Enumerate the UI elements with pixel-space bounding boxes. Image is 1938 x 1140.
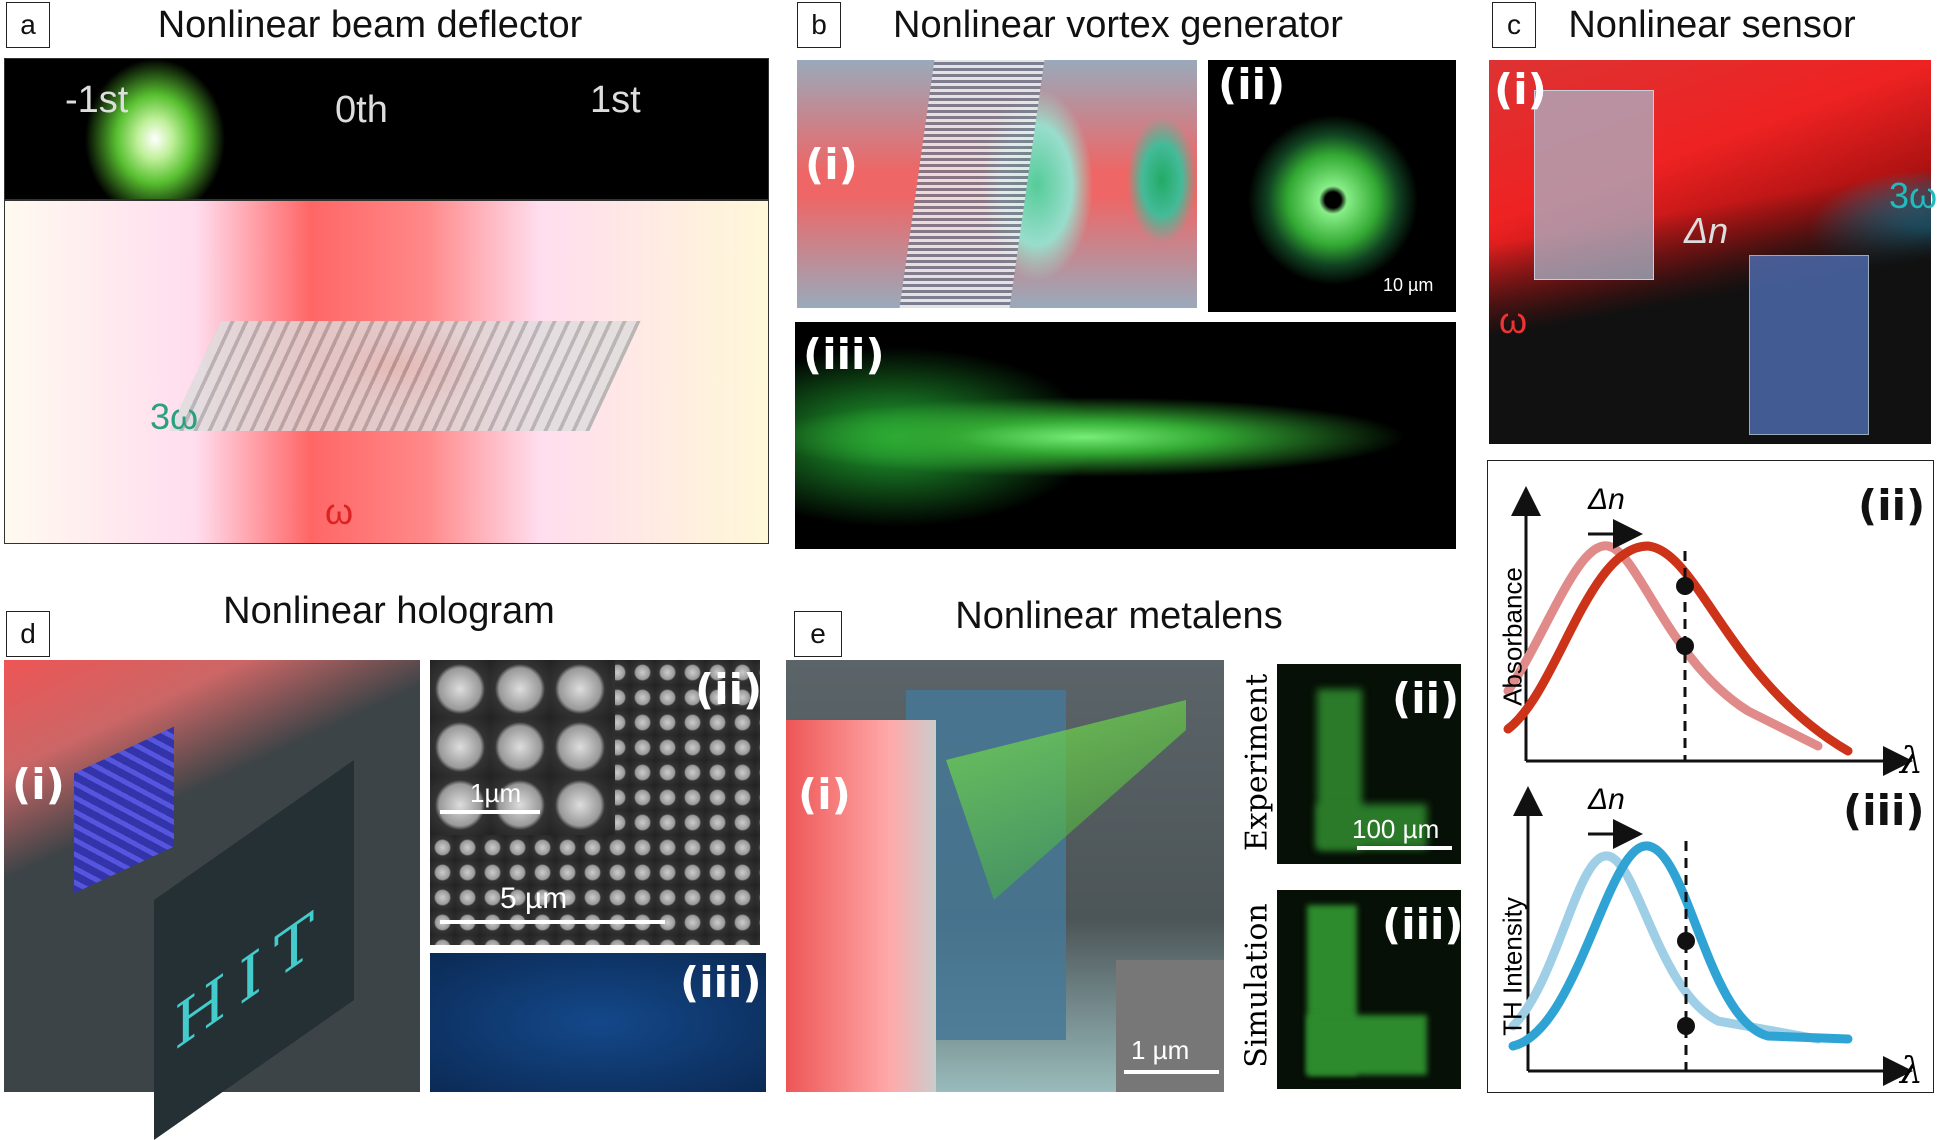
order-minus-1: -1st [65, 79, 129, 121]
plot-ii-curve-after [1503, 541, 1853, 756]
panel-e-label: e [794, 611, 842, 657]
hologram-image: (iii) [430, 953, 766, 1092]
plot-iii-curve-after [1508, 841, 1853, 1051]
panel-c-title: Nonlinear sensor [1568, 4, 1856, 46]
sub-label-i: (i) [805, 140, 858, 189]
plot-iii-point [1677, 932, 1695, 950]
sub-label-iii: (iii) [1843, 786, 1925, 835]
harmonic-label: 3ω [1889, 175, 1938, 216]
harmonic-label: 3ω [150, 396, 199, 437]
panel-b-label: b [797, 2, 841, 48]
vortex-beam-image: (ii) 10 µm [1208, 60, 1456, 312]
shift-label: Δn [1684, 210, 1729, 251]
scale-label: 100 µm [1352, 814, 1440, 844]
plot-ii-curve-before [1503, 541, 1823, 751]
scale-label-main: 5 µm [500, 882, 568, 915]
hologram-screen: HIT [154, 759, 354, 1140]
plot-ii-point [1676, 637, 1694, 655]
plot-iii-ylabel: TH Intensity [1497, 897, 1528, 1036]
plot-iii-xlabel: λ [1900, 1051, 1923, 1092]
sem-inset [430, 660, 615, 835]
scale-label: 10 µm [1383, 275, 1434, 295]
hologram-text: HIT [174, 889, 327, 1067]
fundamental-label: ω [325, 491, 354, 532]
sensor-plots: Δn (ii) Absorbance λ Δn (iii) TH Intensi… [1487, 460, 1934, 1093]
panel-a-label: a [6, 2, 50, 48]
plot-ii-ylabel: Absorbance [1497, 567, 1528, 706]
plot-iii-point [1677, 1017, 1695, 1035]
sensor-slab-1 [1534, 90, 1654, 280]
row-label-simulation: Simulation [1239, 903, 1275, 1068]
metasurface-array [169, 321, 641, 431]
plot-iii-shift-label: Δn [1588, 783, 1625, 816]
plot-ii-xlabel: λ [1900, 741, 1923, 782]
panel-e-title: Nonlinear metalens [955, 595, 1283, 637]
object-mask [786, 720, 936, 1092]
row-label-experiment: Experiment [1239, 673, 1275, 852]
sub-label-ii: (ii) [695, 665, 763, 714]
sensor-plots-svg [1503, 486, 1913, 1086]
beam-deflector-schematic: 3ω ω [4, 200, 769, 544]
vortex-schematic: (i) [797, 60, 1197, 308]
sub-label-i: (i) [798, 770, 851, 819]
panel-b-title: Nonlinear vortex generator [893, 4, 1343, 46]
panel-d-title: Nonlinear hologram [223, 590, 555, 632]
panel-c-label: c [1492, 2, 1536, 48]
plot-ii-point [1676, 577, 1694, 595]
sensor-schematic: (i) ω 3ω Δn [1489, 60, 1937, 444]
order-1: 1st [590, 79, 641, 121]
plot-iii-curve-before [1508, 851, 1823, 1044]
sub-label-ii: (ii) [1218, 60, 1286, 109]
sub-label-iii: (iii) [680, 958, 762, 1007]
fundamental-label: ω [1499, 300, 1528, 341]
hologram-schematic: HIT (i) [4, 660, 420, 1140]
panel-a-title: Nonlinear beam deflector [157, 4, 583, 46]
metalens-schematic: 1 µm (i) [786, 660, 1224, 1092]
sub-label-i: (i) [1494, 65, 1547, 114]
metasurface-chip [74, 726, 174, 894]
sub-label-iii: (iii) [1382, 900, 1464, 949]
panel-d-label: d [6, 611, 50, 657]
sensor-slab-2 [1749, 255, 1869, 435]
beam-deflector-diffraction-image: -1st 0th 1st [4, 58, 769, 200]
vortex-propagation-image: (iii) [795, 322, 1456, 549]
scale-label: 1 µm [1131, 1035, 1190, 1065]
sub-label-ii: (ii) [1392, 674, 1460, 723]
sub-label-ii: (ii) [1858, 481, 1926, 530]
simulation-image: (iii) [1277, 890, 1464, 1089]
experiment-image: (ii) 100 µm [1277, 664, 1461, 864]
sub-label-iii: (iii) [803, 330, 885, 379]
order-0: 0th [335, 89, 388, 131]
plot-ii-shift-label: Δn [1588, 483, 1625, 516]
scale-label-inset: 1µm [470, 778, 522, 808]
sem-image: (ii) 1µm 5 µm [430, 660, 763, 945]
metasurface-plate [899, 60, 1045, 308]
sub-label-i: (i) [12, 760, 65, 809]
